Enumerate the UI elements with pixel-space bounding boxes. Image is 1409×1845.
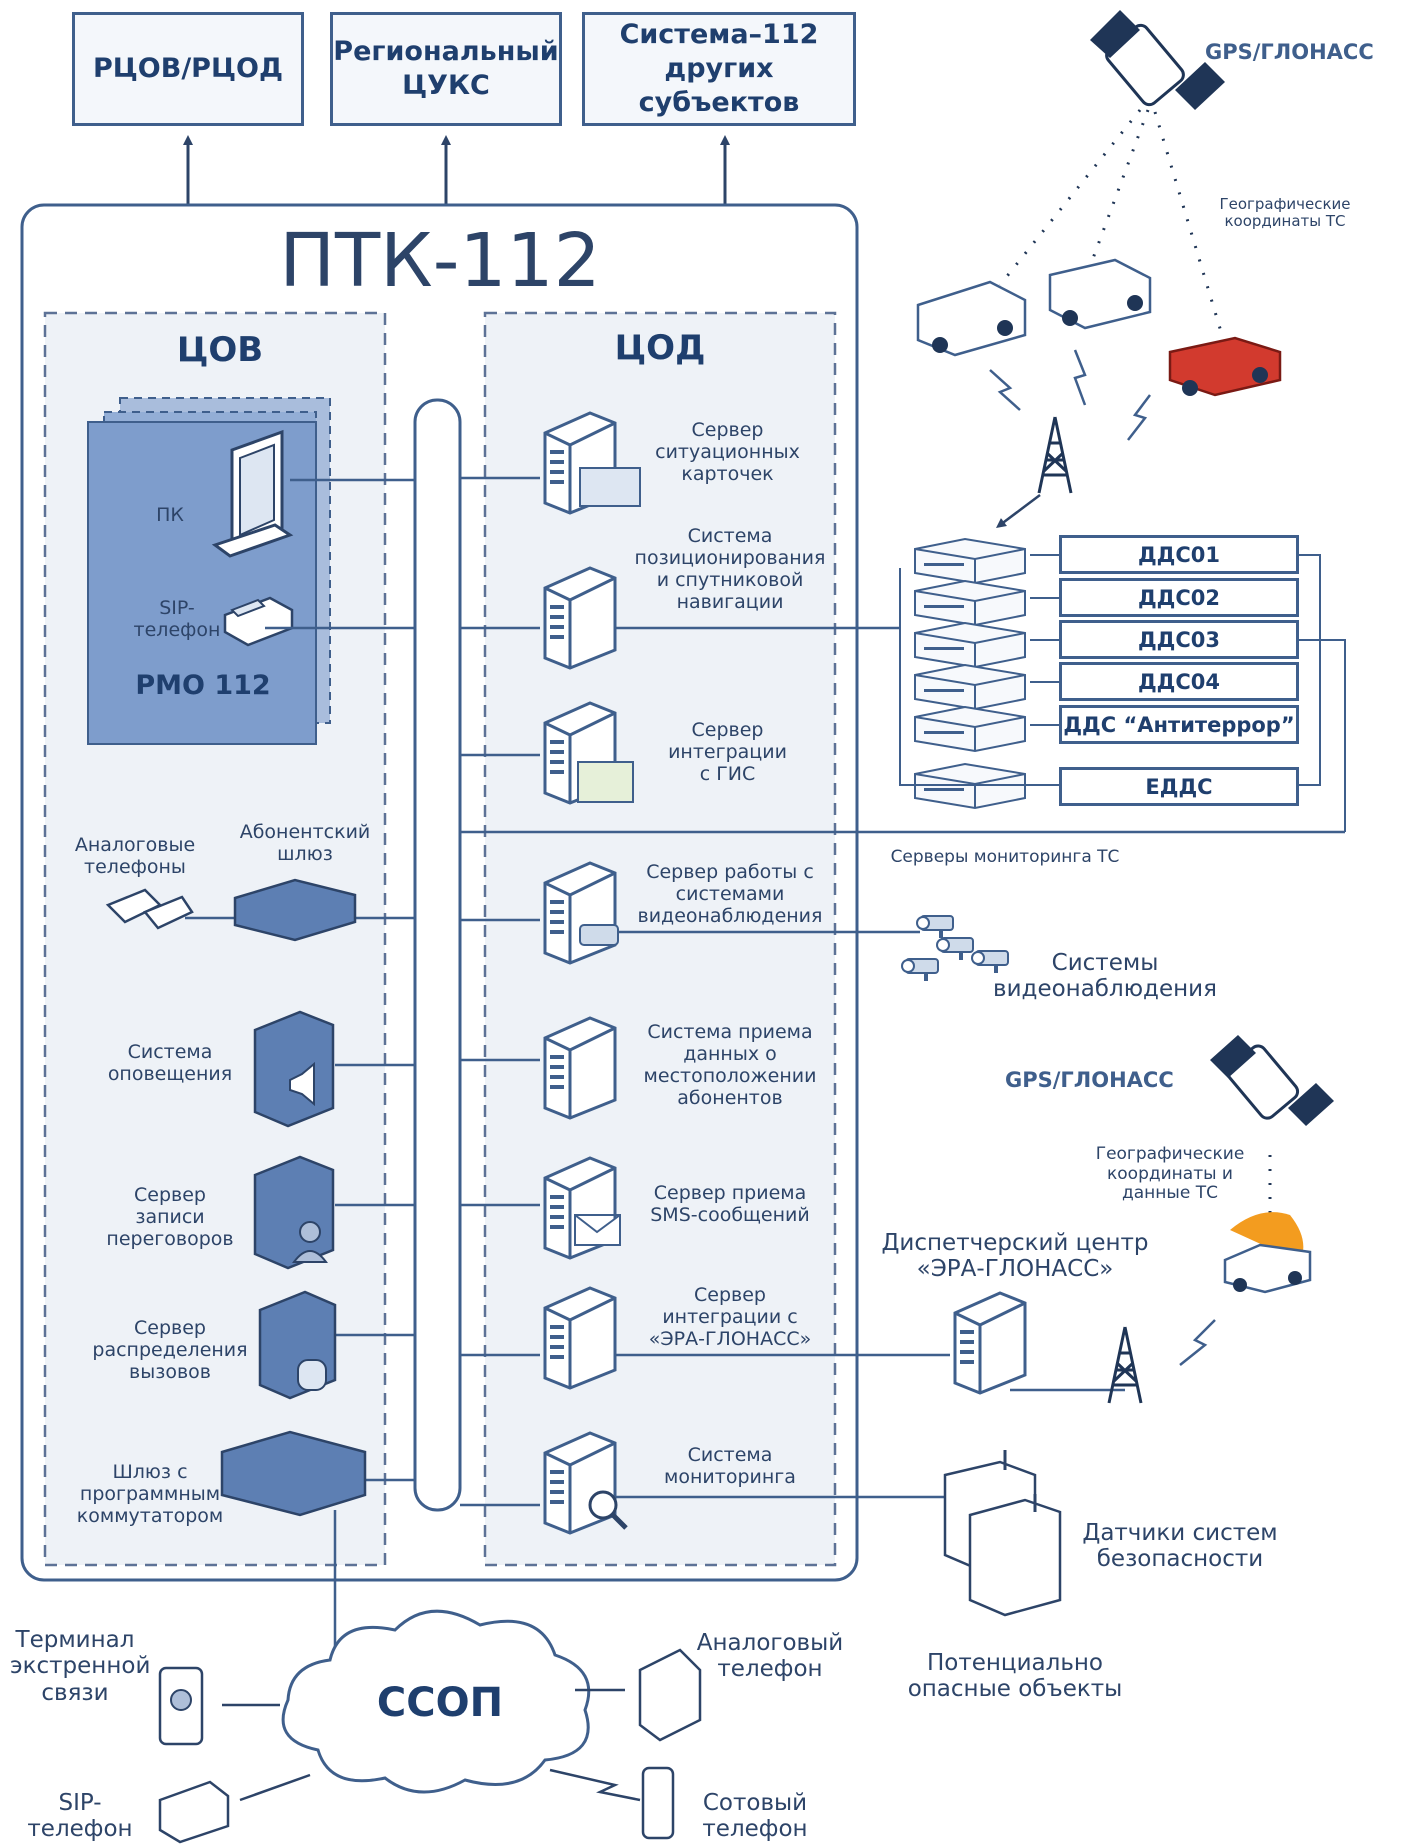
dds-03: ДДС03 bbox=[1059, 620, 1299, 659]
cell-phone-icon bbox=[641, 1766, 675, 1840]
cell-phone-label: Сотовый телефон bbox=[702, 1790, 808, 1843]
pc-icon bbox=[211, 429, 294, 558]
video-camera-icon bbox=[579, 924, 619, 946]
dds-04: ДДС04 bbox=[1059, 662, 1299, 701]
monitoring-servers-label: Серверы мониторинга ТС bbox=[890, 847, 1120, 867]
pc-label: ПК bbox=[156, 504, 184, 526]
ssop-cloud bbox=[281, 1609, 591, 1794]
satellite-top-icon bbox=[1090, 10, 1225, 110]
video-systems-label: Системы видеонаблюдения bbox=[993, 950, 1217, 1003]
dds-links bbox=[899, 554, 1346, 832]
era-server-icon bbox=[953, 1291, 1027, 1395]
top-arrows bbox=[183, 135, 730, 205]
rcov-box: РЦОВ/РЦОД bbox=[72, 12, 304, 126]
situation-card-icon bbox=[579, 467, 641, 507]
central-bus bbox=[413, 398, 462, 1512]
cod-server-label-6: Сервер интеграции с «ЭРА-ГЛОНАСС» bbox=[648, 1284, 812, 1350]
sensors-label: Датчики систем безопасности bbox=[1082, 1520, 1278, 1573]
sms-envelope-icon bbox=[574, 1214, 621, 1246]
ambulance-icon bbox=[916, 280, 1027, 357]
gps-top-label: GPS/ГЛОНАСС bbox=[1205, 40, 1374, 64]
tower-top-icon bbox=[1037, 415, 1073, 495]
call-distribution-label: Сервер распределения вызовов bbox=[92, 1317, 248, 1383]
other-subjects-box: Система–112 других субъектов bbox=[582, 12, 856, 126]
gps-dotted-links bbox=[998, 109, 1272, 1245]
analog-phone-icon bbox=[638, 1648, 702, 1742]
ukcs-box: Региональный ЦУКС bbox=[330, 12, 562, 126]
police-car-icon bbox=[1048, 258, 1152, 330]
sip-phone-bottom-icon bbox=[158, 1780, 230, 1844]
recording-server-label: Сервер записи переговоров bbox=[106, 1184, 234, 1250]
softswitch-gateway-label: Шлюз с программным коммутатором bbox=[76, 1461, 224, 1527]
hazard-objects-label: Потенциально опасные объекты bbox=[907, 1650, 1123, 1703]
ssop-links bbox=[222, 1688, 641, 1802]
edds: ЕДДС bbox=[1059, 767, 1299, 806]
fire-truck-icon bbox=[1168, 336, 1282, 397]
terminal-speaker bbox=[170, 1689, 192, 1711]
terminal-label: Терминал экстренной связи bbox=[10, 1627, 151, 1706]
cod-server-label-1: Система позиционирования и спутниковой н… bbox=[634, 525, 826, 613]
magnifier-handle bbox=[610, 1512, 628, 1530]
cod-server-label-5: Сервер приема SMS-сообщений bbox=[650, 1182, 810, 1226]
rmo-label: РМО 112 bbox=[135, 670, 271, 701]
satellite-bottom-icon bbox=[1210, 1035, 1334, 1126]
ssop-label: ССОП bbox=[376, 1680, 504, 1726]
cod-server-label-7: Система мониторинга bbox=[664, 1444, 796, 1488]
era-center-label: Диспетчерский центр «ЭРА-ГЛОНАСС» bbox=[881, 1230, 1149, 1283]
analog-phones-label: Аналоговые телефоны bbox=[74, 834, 196, 878]
call-distribution-server-icon bbox=[258, 1290, 337, 1400]
dds-01: ДДС01 bbox=[1059, 535, 1299, 574]
softswitch-gateway-icon bbox=[220, 1430, 367, 1517]
subscriber-gateway-icon bbox=[233, 878, 357, 942]
monitoring-racks bbox=[914, 538, 1026, 809]
dds-antiterror: ДДС “Антитеррор” bbox=[1059, 705, 1299, 744]
dds-02: ДДС02 bbox=[1059, 578, 1299, 617]
recording-server-icon bbox=[253, 1155, 335, 1270]
alert-system-label: Система оповещения bbox=[107, 1041, 233, 1085]
cod-panel bbox=[483, 311, 837, 1567]
cod-server-label-2: Сервер интеграции с ГИС bbox=[668, 719, 787, 785]
ptk-title: ПТК-112 bbox=[279, 218, 601, 304]
alert-server-icon bbox=[253, 1010, 335, 1128]
cov-title: ЦОВ bbox=[176, 330, 264, 370]
geo-bottom-label: Географические координаты и данные ТС bbox=[1095, 1144, 1245, 1204]
cod-links bbox=[460, 476, 1345, 1507]
analog-phones-icon bbox=[105, 888, 194, 930]
tower-to-racks-arrow bbox=[996, 494, 1041, 528]
hazard-buildings-icon bbox=[943, 1450, 1062, 1617]
sip-phone-label: SIP- телефон bbox=[133, 597, 221, 641]
cod-server-label-4: Система приема данных о местоположении а… bbox=[643, 1021, 817, 1109]
geo-top-label: Географические координаты ТС bbox=[1219, 195, 1351, 231]
gps-bottom-label: GPS/ГЛОНАСС bbox=[1005, 1068, 1174, 1092]
cod-title: ЦОД bbox=[614, 328, 706, 368]
radio-signals-icon bbox=[989, 349, 1216, 1366]
tower-bottom-icon bbox=[1107, 1325, 1143, 1405]
burning-car-icon bbox=[1223, 1212, 1312, 1294]
gis-map-icon bbox=[577, 761, 634, 803]
sip-phone-icon bbox=[223, 596, 294, 647]
sip-phone-bottom-label: SIP- телефон bbox=[27, 1790, 133, 1843]
cod-server-label-0: Сервер ситуационных карточек bbox=[655, 419, 800, 485]
cod-server-label-3: Сервер работы с системами видеонаблюдени… bbox=[637, 861, 823, 927]
analog-phone-label: Аналоговый телефон bbox=[696, 1630, 844, 1683]
gateway-label: Абонентский шлюз bbox=[239, 821, 371, 865]
magnifier-icon bbox=[588, 1490, 618, 1520]
